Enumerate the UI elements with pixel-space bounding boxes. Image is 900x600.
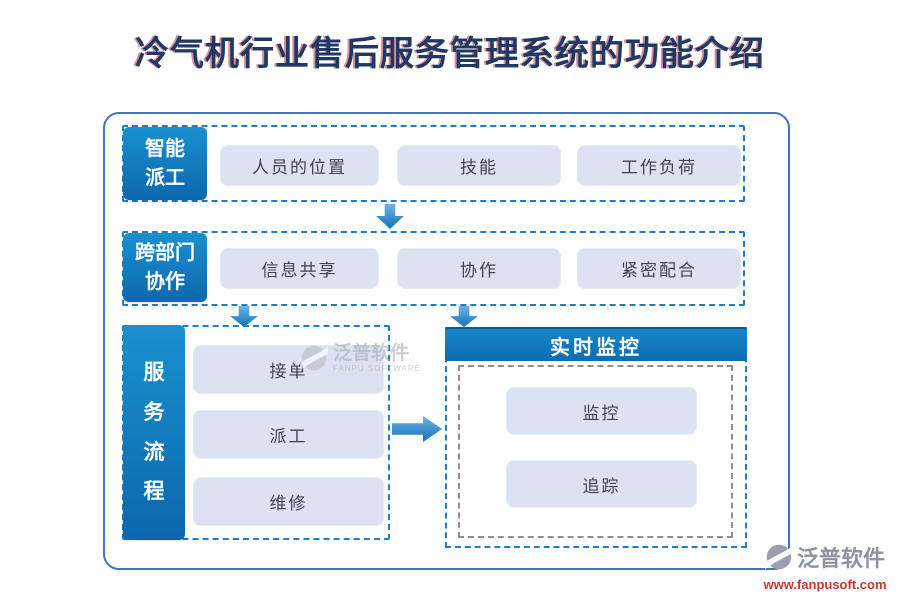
node-info-sharing: 信息共享 xyxy=(220,248,379,289)
node-close-cooperation: 紧密配合 xyxy=(577,248,741,289)
node-repair: 维修 xyxy=(193,477,384,526)
watermark-url: www.fanpusoft.com xyxy=(763,577,887,592)
fanpu-logo-icon xyxy=(763,543,797,576)
node-tracking: 追踪 xyxy=(506,460,697,508)
node-personnel-location: 人员的位置 xyxy=(220,145,379,186)
watermark-brand-text: 泛普软件 xyxy=(333,343,410,364)
page-title: 冷气机行业售后服务管理系统的功能介绍 xyxy=(135,36,765,73)
node-skill: 技能 xyxy=(397,145,561,186)
node-take-order: 接单 xyxy=(193,345,384,394)
node-workload: 工作负荷 xyxy=(577,145,741,186)
arrow-right-icon xyxy=(392,416,442,442)
node-monitoring: 监控 xyxy=(506,387,697,435)
fanpu-logo-icon xyxy=(298,344,332,377)
monitor-inner-box xyxy=(458,365,733,538)
node-dispatch: 派工 xyxy=(193,410,384,459)
diagram-container: 智能 派工 人员的位置 技能 工作负荷 跨部门 协作 信息共享 协作 紧密配合 … xyxy=(103,112,790,570)
arrow-down-icon xyxy=(230,306,258,327)
watermark-corner: 泛普软件 www.fanpusoft.com xyxy=(752,543,898,592)
cross-dept-label: 跨部门 协作 xyxy=(123,233,207,302)
monitor-panel-title: 实时监控 xyxy=(445,327,747,361)
watermark-brand-subtext: FANPU SOFTWARE xyxy=(333,364,421,373)
service-flow-label: 服 务 流 程 xyxy=(123,325,185,540)
watermark-brand-text: 泛普软件 xyxy=(796,546,885,572)
node-collaboration: 协作 xyxy=(397,248,561,289)
arrow-down-icon xyxy=(376,204,404,229)
watermark-center: 泛普软件 FANPU SOFTWARE xyxy=(298,343,421,377)
smart-dispatch-label: 智能 派工 xyxy=(123,127,207,200)
arrow-down-icon xyxy=(450,306,478,327)
monitor-panel: 实时监控 监控 追踪 xyxy=(445,327,747,548)
